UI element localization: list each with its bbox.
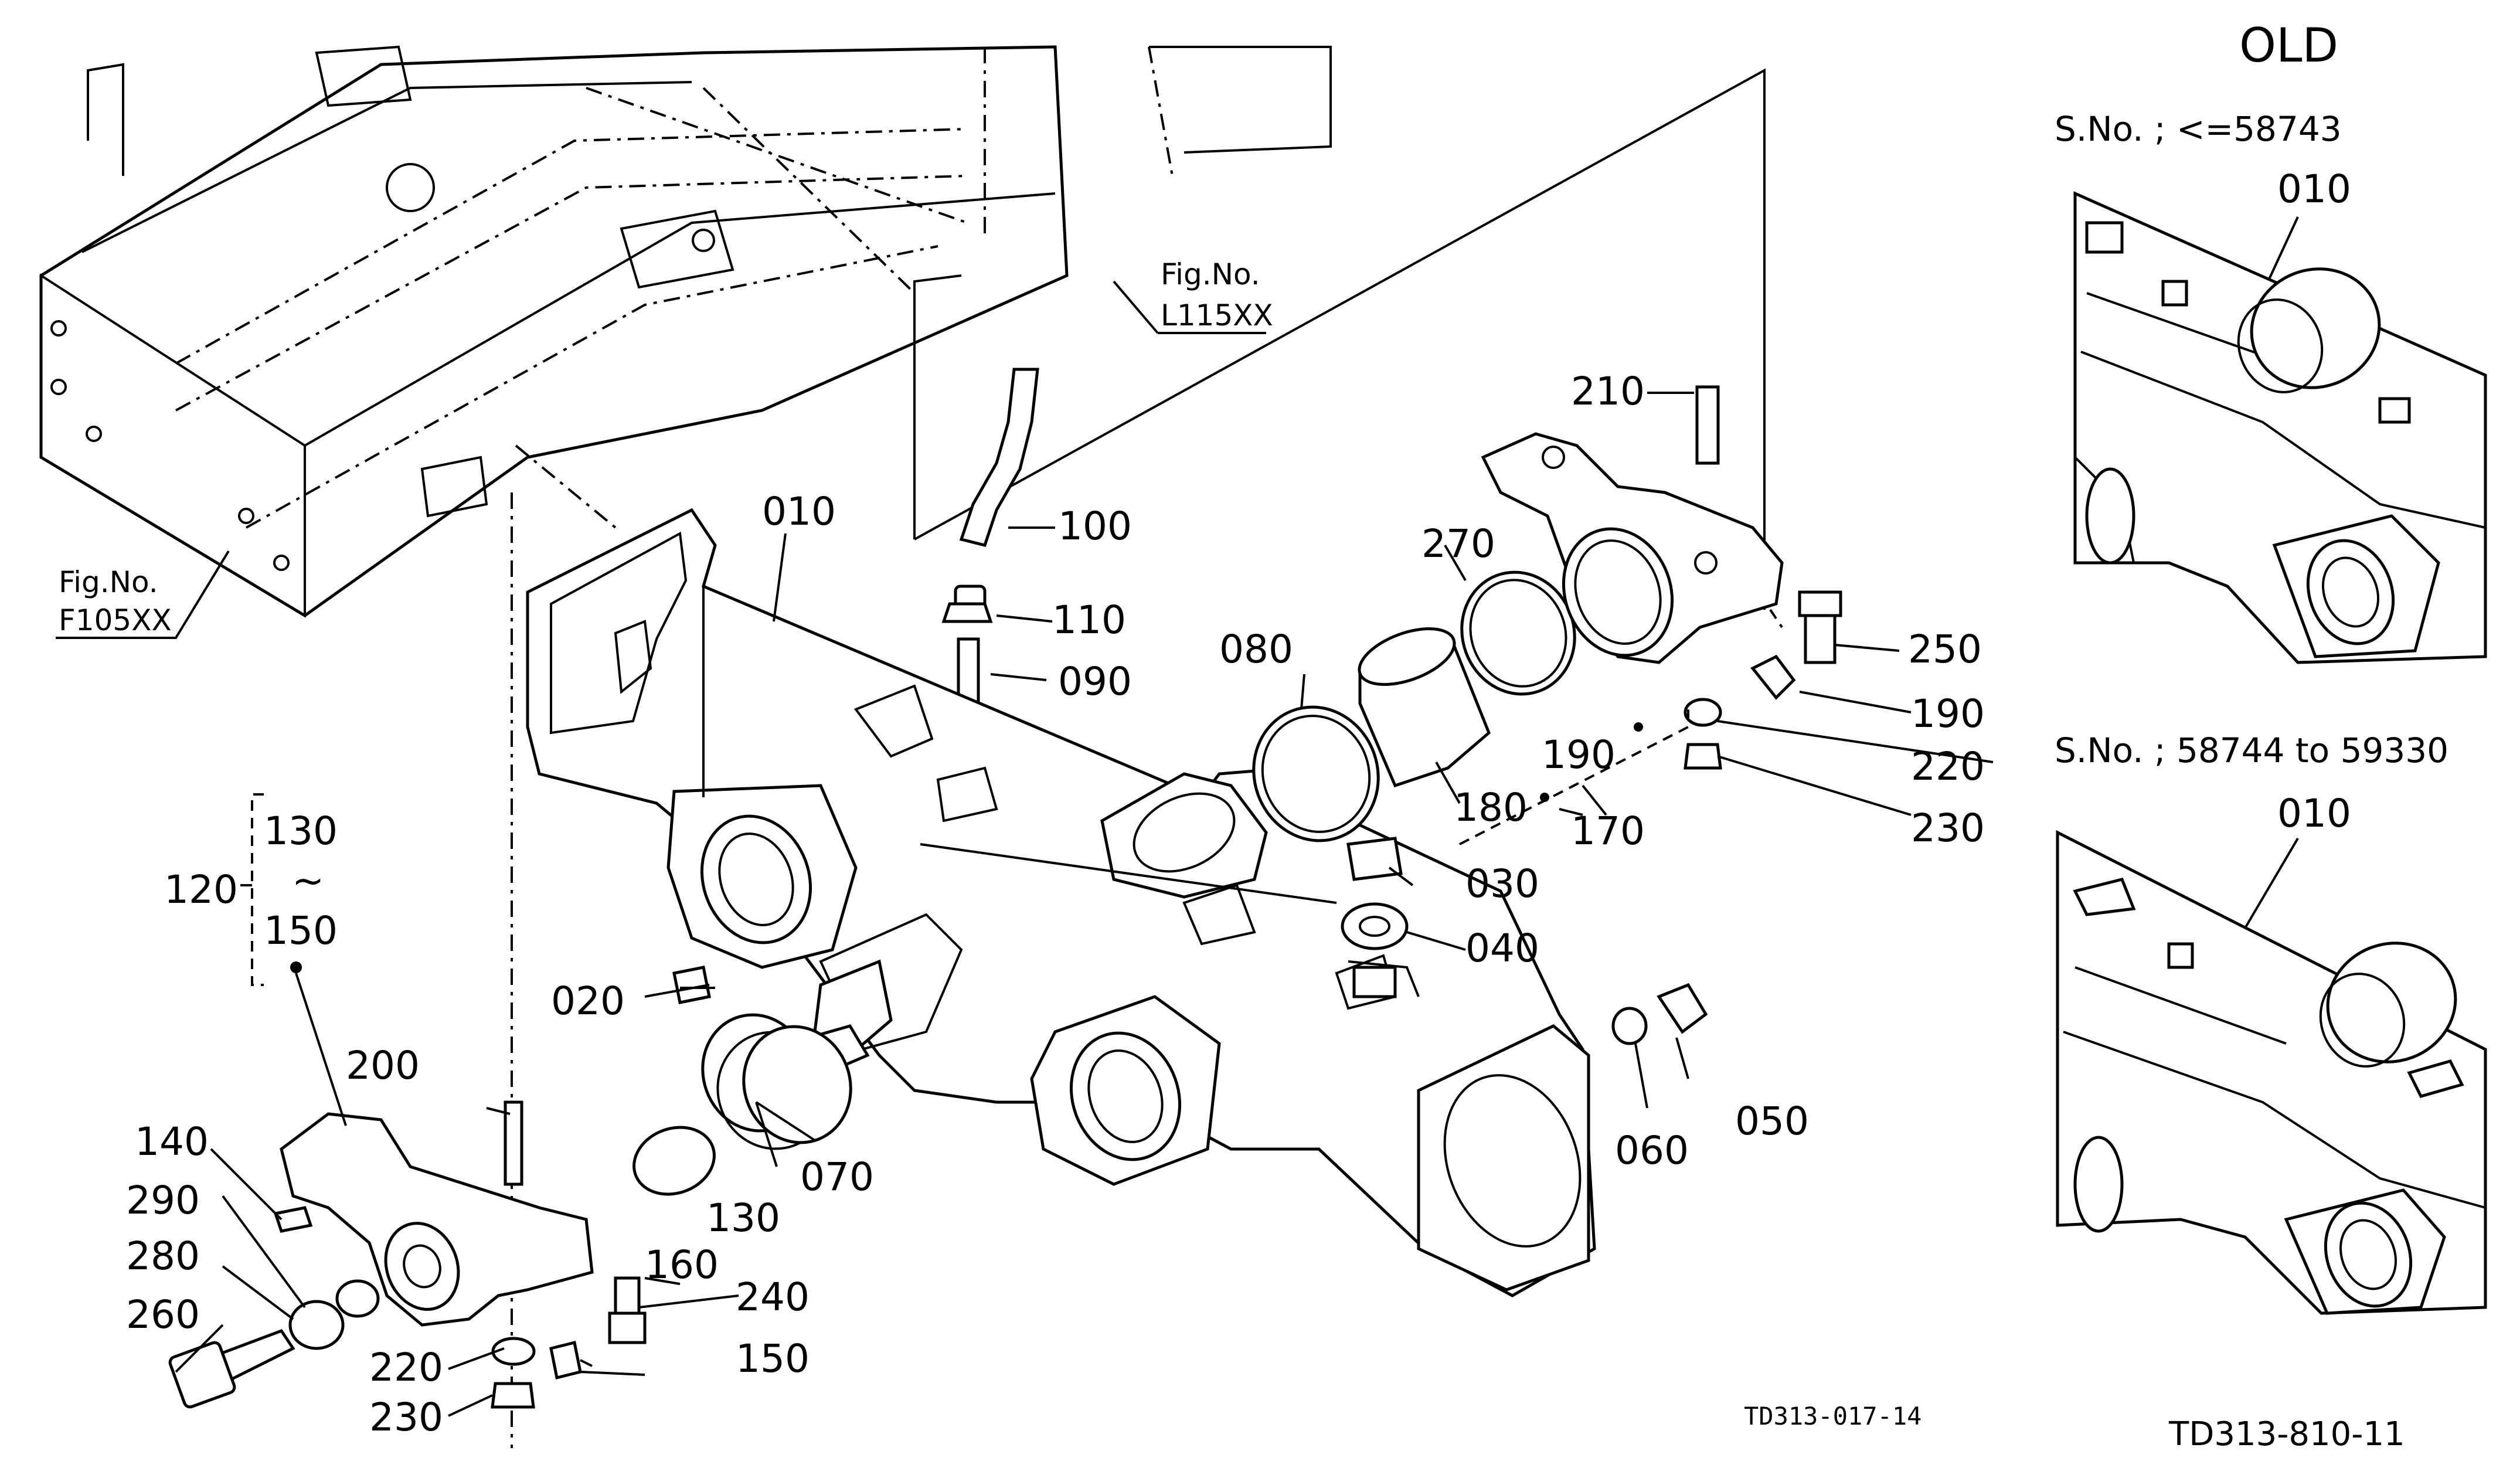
callout-130-range-start: 130 xyxy=(264,808,338,854)
callout-130: 130 xyxy=(706,1195,780,1241)
frame-reference: Fig.No. F105XX xyxy=(56,550,230,639)
range-bracket-120 xyxy=(240,793,347,1126)
frame-assembly xyxy=(39,45,1332,618)
inset-label-010-bottom: 010 xyxy=(2277,791,2351,836)
inset-label-010-top: 010 xyxy=(2277,166,2351,212)
callout-260: 260 xyxy=(126,1292,200,1337)
group-bracket-170 xyxy=(1459,704,1689,845)
callout-290: 290 xyxy=(126,1178,200,1223)
callout-210: 210 xyxy=(1571,369,1645,414)
inset-title: OLD xyxy=(2239,18,2338,73)
hose-ref-label: Fig.No. xyxy=(1161,257,1260,291)
hose-ref-code: L115XX xyxy=(1161,298,1273,332)
right-parts xyxy=(632,385,1842,1196)
range-tilde: ~ xyxy=(292,858,324,903)
callout-060: 060 xyxy=(1615,1128,1689,1173)
callout-200: 200 xyxy=(346,1043,420,1088)
callout-190-group: 190 xyxy=(1542,732,1616,777)
hose-reference: Fig.No. L115XX xyxy=(1113,257,1273,334)
callout-020: 020 xyxy=(551,978,625,1024)
callout-150-range-end: 150 xyxy=(264,908,338,953)
callout-150: 150 xyxy=(736,1336,810,1381)
frame-ref-label: Fig.No. xyxy=(59,565,158,599)
callout-220: 220 xyxy=(1911,744,1985,789)
callout-250: 250 xyxy=(1908,627,1982,672)
callout-040: 040 xyxy=(1465,926,1539,971)
callout-280: 280 xyxy=(126,1233,200,1279)
callout-180: 180 xyxy=(1454,785,1528,830)
old-inset: OLD S.No. ; <=58743 010 S.No. ; 58744 to… xyxy=(2055,18,2487,1315)
callout-100: 100 xyxy=(1058,504,1132,549)
callout-220-lower: 220 xyxy=(369,1345,443,1390)
callout-070: 070 xyxy=(800,1154,874,1199)
figure-code-main: TD313-017-14 xyxy=(1744,1402,1922,1430)
inset-serial-2: S.No. ; 58744 to 59330 xyxy=(2055,730,2448,770)
callout-230-lower: 230 xyxy=(369,1395,443,1440)
callout-160: 160 xyxy=(645,1242,719,1287)
lower-bracket xyxy=(168,1100,647,1409)
callout-140: 140 xyxy=(135,1119,209,1164)
callout-labels: 010 020 030 040 050 060 070 080 090 100 … xyxy=(126,369,1985,1440)
callout-010: 010 xyxy=(762,489,836,534)
figure-code-old: TD313-810-11 xyxy=(2168,1415,2405,1453)
callout-050: 050 xyxy=(1735,1099,1809,1144)
callout-230: 230 xyxy=(1911,806,1985,851)
callout-190: 190 xyxy=(1911,691,1985,736)
callout-170: 170 xyxy=(1571,808,1645,854)
leader-lines xyxy=(175,392,1994,1417)
callout-120: 120 xyxy=(164,867,238,912)
inset-serial-1: S.No. ; <=58743 xyxy=(2055,109,2342,149)
callout-080: 080 xyxy=(1219,627,1293,672)
frame-ref-code: F105XX xyxy=(59,603,172,637)
callout-270: 270 xyxy=(1421,521,1495,566)
callout-090: 090 xyxy=(1058,659,1132,704)
axle-housing xyxy=(526,508,1596,1297)
callout-030: 030 xyxy=(1465,861,1539,906)
callout-110: 110 xyxy=(1052,597,1126,643)
callout-240: 240 xyxy=(736,1275,810,1320)
